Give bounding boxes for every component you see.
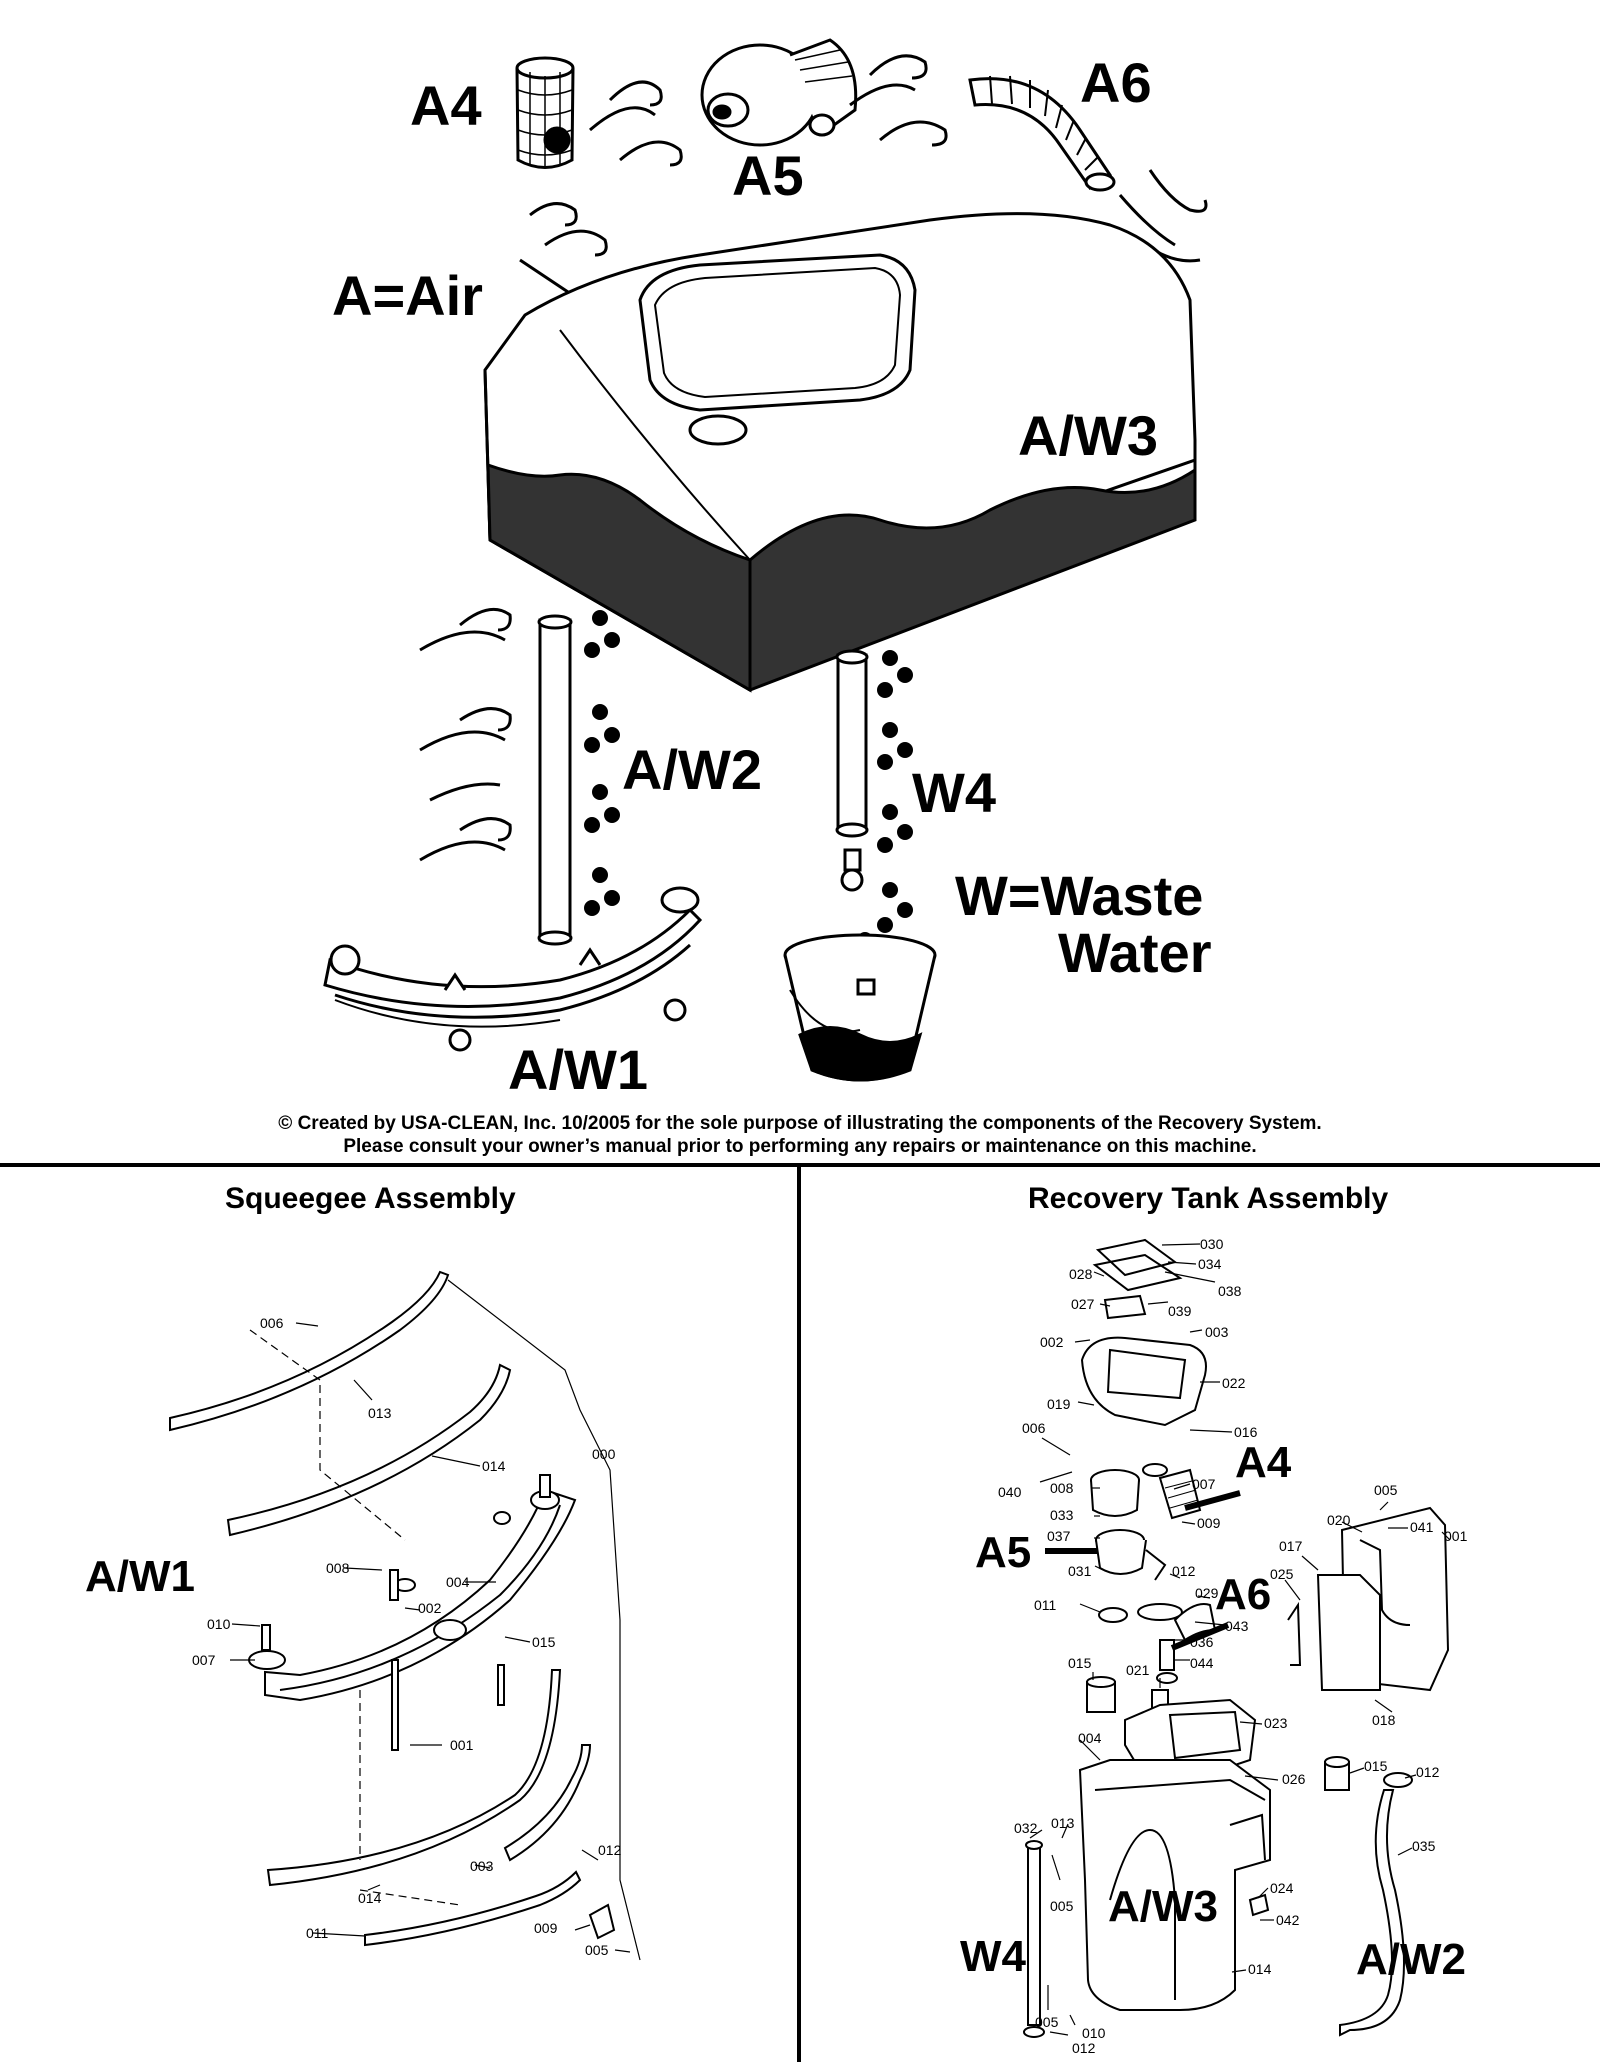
recovery-part-043: 043 xyxy=(1225,1618,1249,1634)
recovery-callout-a6: A6 xyxy=(1215,1570,1272,1619)
recovery-part-012: 012 xyxy=(1172,1563,1196,1579)
recovery-part-016: 016 xyxy=(1234,1424,1258,1440)
squeegee-part-007: 007 xyxy=(192,1652,216,1668)
recovery-callout-aw2: A/W2 xyxy=(1356,1935,1466,1984)
label-w4: W4 xyxy=(912,761,996,824)
label-aw2: A/W2 xyxy=(622,738,762,801)
squeegee-part-004: 004 xyxy=(446,1574,470,1590)
recovery-part-029: 029 xyxy=(1195,1585,1219,1601)
recovery-part-034: 034 xyxy=(1198,1256,1222,1272)
recovery-callout-a5: A5 xyxy=(975,1528,1032,1577)
recovery-part-011: 011 xyxy=(1034,1597,1057,1613)
recovery-part-021: 021 xyxy=(1126,1662,1150,1678)
recovery-part-018: 018 xyxy=(1372,1712,1396,1728)
recovery-part-005: 005 xyxy=(1374,1482,1398,1498)
squeegee-part-014: 014 xyxy=(482,1458,506,1474)
label-a5: A5 xyxy=(732,144,804,207)
recovery-callout-aw3: A/W3 xyxy=(1108,1882,1218,1931)
recovery-part-001: 001 xyxy=(1444,1528,1468,1544)
recovery-part-019: 019 xyxy=(1047,1396,1071,1412)
label-aw1: A/W1 xyxy=(508,1038,648,1101)
recovery-part-040: 040 xyxy=(998,1484,1022,1500)
recovery-part-014: 014 xyxy=(1248,1961,1272,1977)
squeegee-part-006: 006 xyxy=(260,1315,284,1331)
recovery-part-008: 008 xyxy=(1050,1480,1074,1496)
recovery-part-005-mid: 005 xyxy=(1050,1898,1074,1914)
recovery-part-022: 022 xyxy=(1222,1375,1246,1391)
label-a6: A6 xyxy=(1080,51,1152,114)
recovery-part-032: 032 xyxy=(1014,1820,1038,1836)
recovery-part-026: 026 xyxy=(1282,1771,1306,1787)
recovery-part-028: 028 xyxy=(1069,1266,1093,1282)
recovery-part-044: 044 xyxy=(1190,1655,1214,1671)
squeegee-part-014-lower: 014 xyxy=(358,1890,382,1906)
squeegee-part-001: 001 xyxy=(450,1737,474,1753)
recovery-part-015: 015 xyxy=(1068,1655,1092,1671)
squeegee-part-002: 002 xyxy=(418,1600,442,1616)
squeegee-part-009: 009 xyxy=(534,1920,558,1936)
recovery-part-027: 027 xyxy=(1071,1296,1095,1312)
squeegee-part-005: 005 xyxy=(585,1942,609,1958)
label-waste-water-line2: Water xyxy=(1058,921,1212,984)
air-swirls xyxy=(419,54,1208,862)
recovery-part-007: 007 xyxy=(1192,1476,1216,1492)
squeegee-part-013: 013 xyxy=(368,1405,392,1421)
recovery-part-006: 006 xyxy=(1022,1420,1046,1436)
label-aw3: A/W3 xyxy=(1018,404,1158,467)
recovery-part-010: 010 xyxy=(1082,2025,1106,2041)
label-air-legend: A=Air xyxy=(332,264,483,327)
recovery-part-041: 041 xyxy=(1410,1519,1434,1535)
recovery-part-012-low: 012 xyxy=(1072,2040,1096,2056)
squeegee-part-008: 008 xyxy=(326,1560,350,1576)
recovery-part-023: 023 xyxy=(1264,1715,1288,1731)
tube-w4-drawing xyxy=(835,649,869,892)
recovery-system-illustration xyxy=(323,38,1208,1082)
squeegee-part-010: 010 xyxy=(207,1616,231,1632)
squeegee-assembly-title: Squeegee Assembly xyxy=(225,1182,516,1215)
recovery-part-035: 035 xyxy=(1412,1838,1436,1854)
squeegee-part-011: 011 xyxy=(306,1925,329,1941)
recovery-part-005-low: 005 xyxy=(1035,2014,1059,2030)
recovery-part-038: 038 xyxy=(1218,1283,1242,1299)
recovery-part-013: 013 xyxy=(1051,1815,1075,1831)
recovery-part-031: 031 xyxy=(1068,1563,1092,1579)
recovery-tank-assembly-title: Recovery Tank Assembly xyxy=(1028,1182,1389,1215)
recovery-part-002: 002 xyxy=(1040,1334,1064,1350)
recovery-part-020: 020 xyxy=(1327,1512,1351,1528)
recovery-part-004: 004 xyxy=(1078,1730,1102,1746)
recovery-part-042: 042 xyxy=(1276,1912,1300,1928)
recovery-tank-aw3-drawing xyxy=(483,212,1197,693)
squeegee-callout-aw1: A/W1 xyxy=(85,1552,195,1601)
recovery-callout-a4: A4 xyxy=(1235,1438,1292,1487)
recovery-part-025: 025 xyxy=(1270,1566,1294,1582)
squeegee-part-000: 000 xyxy=(592,1446,616,1462)
recovery-part-037: 037 xyxy=(1047,1528,1071,1544)
label-a4: A4 xyxy=(410,74,482,137)
recovery-part-039: 039 xyxy=(1168,1303,1192,1319)
filter-a4-drawing xyxy=(515,56,575,169)
squeegee-part-003: 003 xyxy=(470,1858,494,1874)
hose-a6-drawing xyxy=(968,75,1116,192)
recovery-part-036: 036 xyxy=(1190,1634,1214,1650)
squeegee-part-012: 012 xyxy=(598,1842,622,1858)
recovery-callout-w4: W4 xyxy=(960,1932,1026,1981)
copyright-line-2: Please consult your owner’s manual prior… xyxy=(343,1136,1257,1157)
recovery-part-033: 033 xyxy=(1050,1507,1074,1523)
recovery-part-030: 030 xyxy=(1200,1236,1224,1252)
tube-aw2-drawing xyxy=(537,614,573,946)
recovery-part-012-right: 012 xyxy=(1416,1764,1440,1780)
motor-a5-drawing xyxy=(700,38,858,147)
copyright-line-1: © Created by USA-CLEAN, Inc. 10/2005 for… xyxy=(278,1113,1322,1134)
label-waste-water-line1: W=Waste xyxy=(955,864,1204,927)
waste-bucket-drawing xyxy=(783,933,937,1082)
squeegee-aw1-drawing xyxy=(323,886,703,1052)
recovery-part-017: 017 xyxy=(1279,1538,1303,1554)
recovery-part-024: 024 xyxy=(1270,1880,1294,1896)
recovery-part-003: 003 xyxy=(1205,1324,1229,1340)
vertical-divider xyxy=(797,1163,801,2062)
recovery-part-015-right: 015 xyxy=(1364,1758,1388,1774)
squeegee-part-015: 015 xyxy=(532,1634,556,1650)
recovery-part-009: 009 xyxy=(1197,1515,1221,1531)
